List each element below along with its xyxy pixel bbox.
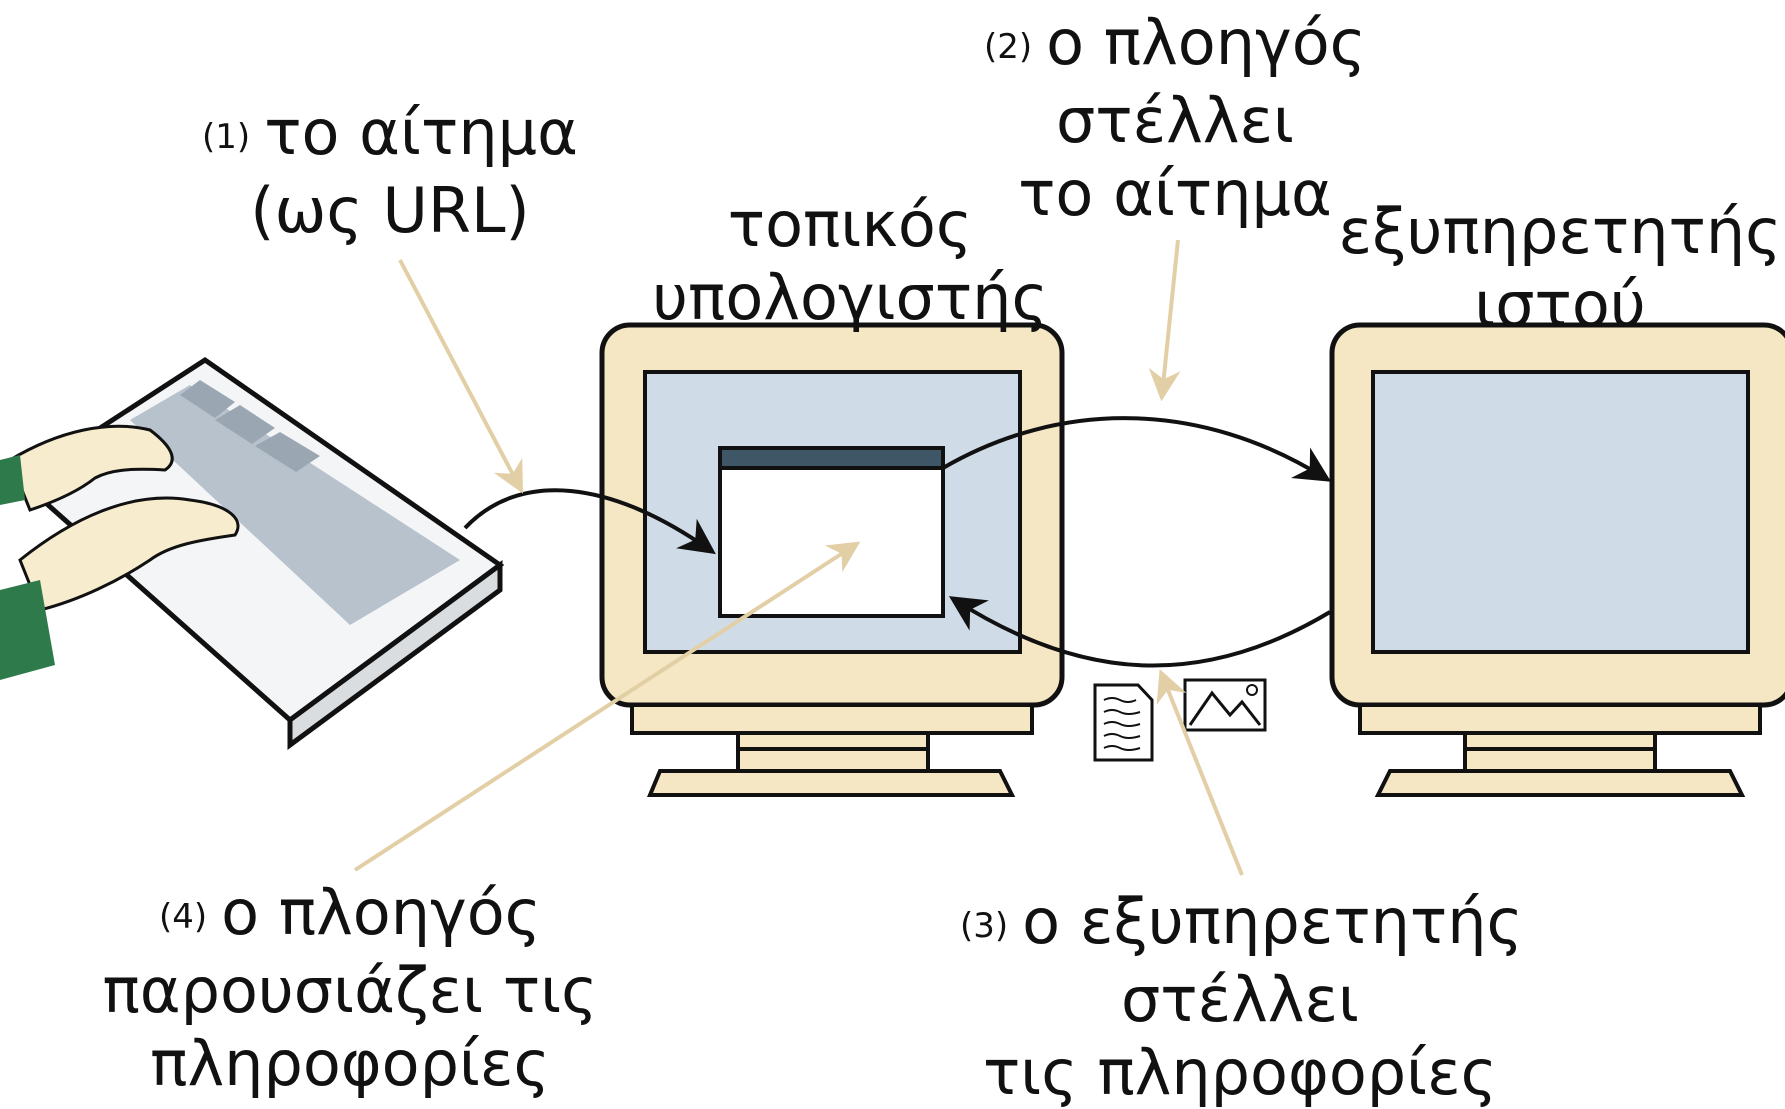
step4-line2: παρουσιάζει τις <box>102 954 598 1027</box>
document-icon <box>1093 683 1154 762</box>
pointer-step1 <box>398 259 523 494</box>
keyboard-hands-illustration <box>0 356 505 750</box>
local-computer-line1: τοπικός <box>727 188 973 261</box>
step3-line3: τις πληροφορίες <box>982 1036 1498 1109</box>
step2-line2: στέλλει <box>1055 84 1294 157</box>
pointer-step3 <box>1156 669 1244 876</box>
step3-number: (3) <box>960 906 1009 946</box>
web-server-line1: εξυπηρετητής <box>1338 195 1782 268</box>
step3-line1: ο εξυπηρετητής <box>1022 885 1523 958</box>
step1-number: (1) <box>202 117 251 157</box>
browser-window <box>718 446 945 618</box>
local-computer-label: τοπικός υπολογιστής <box>630 188 1070 334</box>
step2-line1: ο πλοηγός <box>1046 6 1367 79</box>
pointer-step2 <box>1148 239 1181 402</box>
step3-line2: στέλλει <box>1120 963 1359 1036</box>
step3-label: (3) ο εξυπηρετητής στέλλει τις πληροφορίε… <box>960 885 1523 1109</box>
browser-to-server-arrow <box>941 416 1332 482</box>
pointer-step4 <box>353 541 861 872</box>
step2-number: (2) <box>983 27 1033 67</box>
keyboard-to-browser-arrow <box>463 488 716 555</box>
step1-line1: το αίτημα <box>264 96 578 169</box>
image-icon <box>1183 678 1267 732</box>
step2-label: (2) ο πλοηγός στέλλει το αίτημα <box>975 6 1375 230</box>
local-computer-line2: υπολογιστής <box>652 261 1048 334</box>
step4-line3: πληροφορίες <box>150 1027 550 1100</box>
step4-line1: ο πλοηγός <box>221 876 542 949</box>
step1-line2: (ως URL) <box>250 174 530 247</box>
step4-number: (4) <box>158 897 208 937</box>
server-to-browser-arrow <box>948 596 1332 668</box>
web-server-label: εξυπηρετητής ιστού <box>1335 195 1785 341</box>
web-server-monitor <box>1329 322 1785 797</box>
web-server-line2: ιστού <box>1474 268 1646 341</box>
step1-label: (1) το αίτημα (ως URL) <box>185 96 595 247</box>
step4-label: (4) ο πλοηγός παρουσιάζει τις πληροφορίες <box>100 876 600 1100</box>
step2-line3: το αίτημα <box>1018 157 1332 230</box>
